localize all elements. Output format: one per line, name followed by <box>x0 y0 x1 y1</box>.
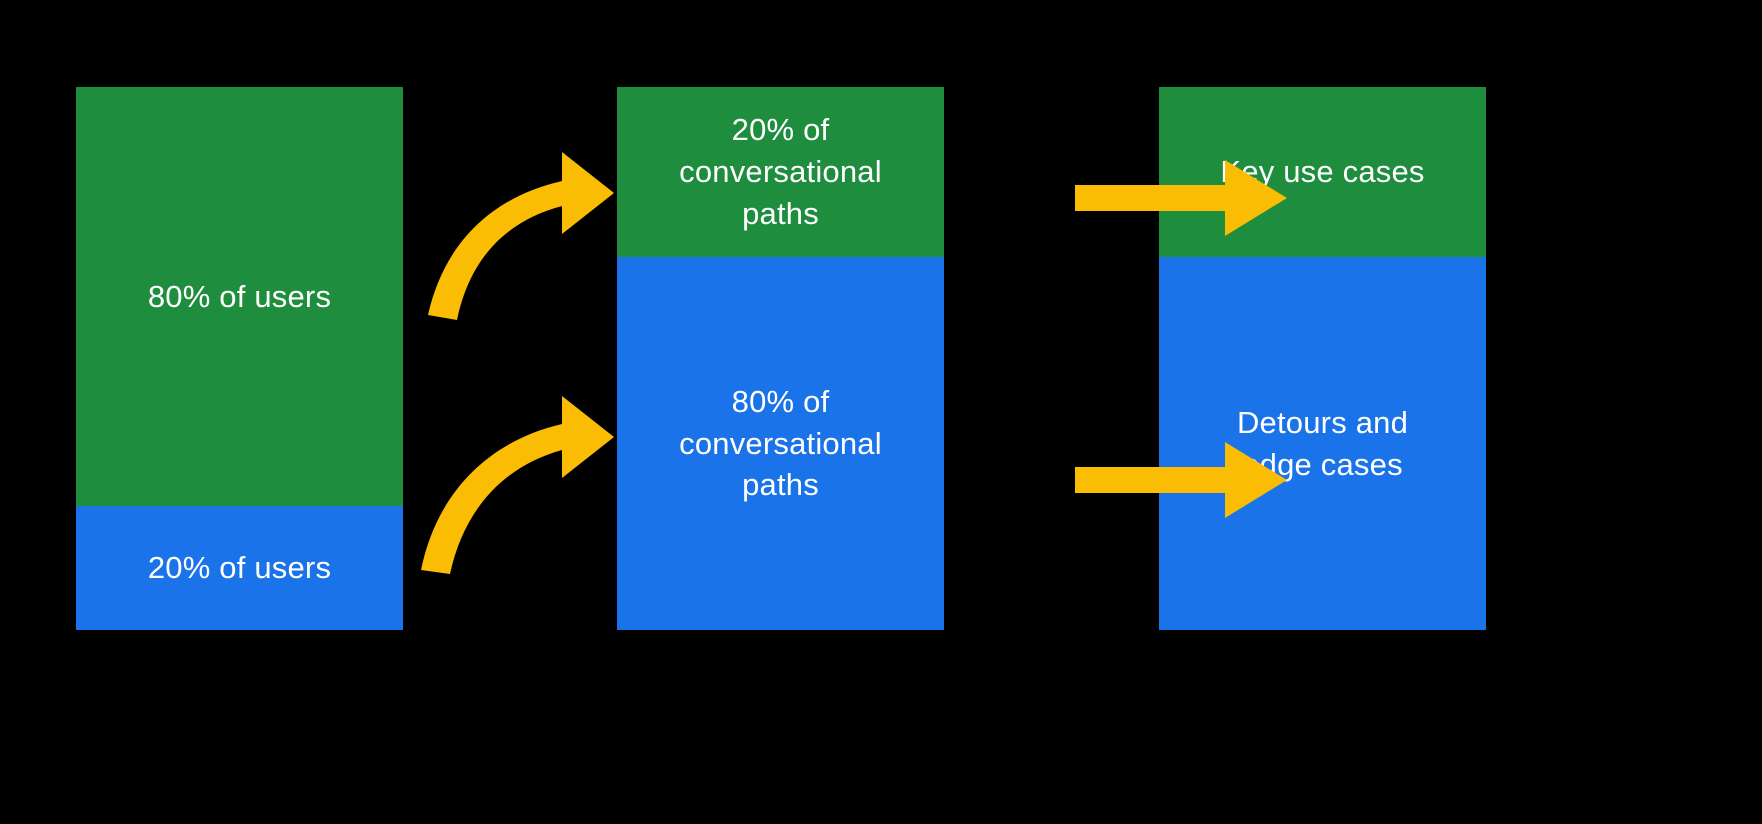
segment-outcome-detours-label: Detours and edge cases <box>1236 404 1409 482</box>
segment-paths-minority[interactable]: 20% of conversational paths <box>617 87 944 257</box>
segment-users-minority-label: 20% of users <box>147 550 332 586</box>
segment-paths-minority-label: 20% of conversational paths <box>679 112 882 231</box>
curved-arrow-users-to-paths-top-icon[interactable] <box>428 152 614 320</box>
segment-outcome-detours[interactable]: Detours and edge cases <box>1159 257 1486 630</box>
column-users: 80% of users 20% of users <box>76 87 403 630</box>
segment-paths-majority-label: 80% of conversational paths <box>679 383 882 503</box>
segment-paths-majority[interactable]: 80% of conversational paths <box>617 257 944 630</box>
straight-arrow-paths-to-key-use-cases-icon[interactable] <box>1075 160 1287 236</box>
segment-users-majority[interactable]: 80% of users <box>76 87 403 506</box>
column-conversational-paths: 20% of conversational paths 80% of conve… <box>617 87 944 630</box>
segment-outcome-key-use-cases[interactable]: Key use cases <box>1159 87 1486 257</box>
segment-users-majority-label: 80% of users <box>147 278 332 314</box>
curved-arrow-users-to-paths-bottom-icon[interactable] <box>421 396 614 574</box>
segment-users-minority[interactable]: 20% of users <box>76 506 403 630</box>
straight-arrow-paths-to-detours-icon[interactable] <box>1075 442 1287 518</box>
segment-outcome-key-use-cases-label: Key use cases <box>1220 154 1425 190</box>
column-outcomes: Key use cases Detours and edge cases <box>1159 87 1486 630</box>
